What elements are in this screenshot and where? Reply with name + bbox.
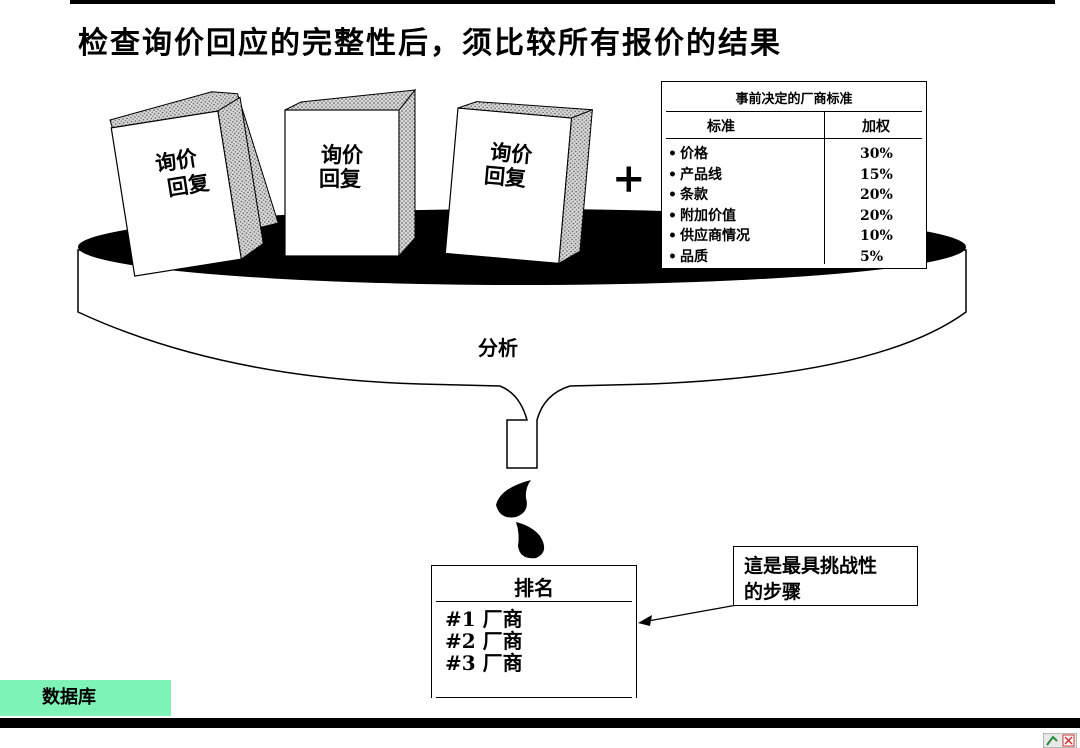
bullet: •: [668, 228, 677, 244]
criteria-weight: 10%: [860, 228, 893, 244]
criteria-row: •供应商情况 10%: [668, 226, 918, 247]
bullet: •: [668, 187, 677, 203]
funnel-icon: [77, 249, 967, 469]
response-book-3: 询价 回复: [444, 101, 593, 265]
ranking-item: #1 厂商: [445, 607, 523, 631]
bottom-rule: [0, 718, 1080, 728]
criteria-weight: 20%: [860, 187, 893, 203]
ranking-item: #2 厂商: [445, 629, 523, 653]
ranking-item: #3 厂商: [445, 651, 523, 675]
criteria-rows: •价格 30% •产品线 15% •条款 20% •附加价值 20% •供应商情…: [668, 144, 918, 267]
criteria-name: 品质: [680, 248, 708, 265]
book-2-line1: 询价: [321, 142, 364, 167]
criteria-name: 条款: [680, 187, 708, 203]
plus-sign: +: [612, 155, 646, 202]
criteria-row: •附加价值 20%: [668, 206, 918, 227]
book-2-line2: 回复: [319, 166, 362, 191]
funnel-label: 分析: [478, 336, 518, 360]
database-button[interactable]: 数据库: [0, 680, 171, 716]
weight-col-header: 加权: [862, 119, 890, 135]
criteria-name: 价格: [680, 146, 708, 162]
divider: [666, 138, 922, 139]
criteria-row: •条款 20%: [668, 185, 918, 206]
divider: [436, 601, 632, 602]
ranking-list: #1 厂商 #2 厂商 #3 厂商: [445, 608, 523, 674]
criteria-row: •品质 5%: [668, 247, 918, 268]
ranking-box: 排名 #1 厂商 #2 厂商 #3 厂商: [431, 565, 637, 698]
criteria-col-header: 标准: [707, 119, 735, 135]
criteria-name: 供应商情况: [680, 228, 750, 244]
response-book-1: 询价 回复: [109, 91, 279, 277]
criteria-name: 产品线: [680, 166, 722, 183]
book-3-line2: 回复: [483, 163, 528, 192]
criteria-name: 附加价值: [680, 207, 736, 224]
callout-note: 這是最具挑战性 的步骤: [733, 546, 918, 606]
slide-title: 检查询价回应的完整性后，须比较所有报价的结果: [78, 26, 782, 61]
criteria-weight: 20%: [860, 207, 893, 224]
criteria-table-title: 事前决定的厂商标准: [735, 92, 853, 107]
drop-icon: [496, 480, 531, 518]
arrow-icon: [647, 604, 738, 622]
app-corner-icon[interactable]: [1043, 733, 1077, 748]
arrow-head: [638, 615, 652, 626]
divider: [436, 697, 632, 698]
column-divider: [824, 112, 825, 264]
bullet: •: [668, 146, 677, 162]
criteria-weight: 30%: [860, 146, 893, 162]
top-rule: [70, 0, 1055, 4]
bullet: •: [668, 207, 677, 224]
bullet: •: [668, 248, 677, 265]
book-3-line1: 询价: [489, 139, 534, 168]
response-book-2: 询价 回复: [284, 88, 417, 258]
drop-icon: [516, 522, 545, 559]
criteria-table: 事前决定的厂商标准 标准 加权 •价格 30% •产品线 15% •条款 20%…: [661, 81, 927, 269]
criteria-row: •价格 30%: [668, 144, 918, 165]
criteria-row: •产品线 15%: [668, 165, 918, 186]
ranking-title: 排名: [514, 576, 554, 600]
divider: [666, 111, 922, 112]
criteria-weight: 5%: [860, 248, 884, 265]
bullet: •: [668, 166, 677, 183]
criteria-weight: 15%: [860, 166, 893, 183]
